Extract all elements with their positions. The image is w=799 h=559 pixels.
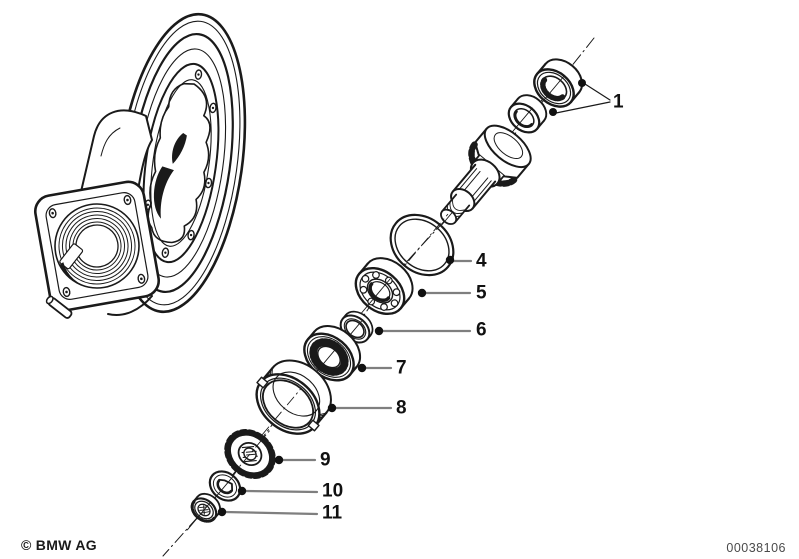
callout-label-4: 4 bbox=[476, 250, 487, 272]
taper-roller-bearing bbox=[303, 325, 362, 383]
shaft-nut bbox=[186, 492, 221, 531]
callout-label-11: 11 bbox=[322, 502, 343, 524]
ball-bearing bbox=[354, 257, 414, 316]
housing-drawing bbox=[33, 12, 247, 319]
callout-label-7: 7 bbox=[396, 357, 407, 379]
leader-lines-gray bbox=[223, 259, 473, 516]
pinion-shaft bbox=[440, 124, 532, 225]
ring-nut bbox=[255, 359, 332, 436]
bore-shadow bbox=[59, 262, 93, 288]
callout-label-10: 10 bbox=[322, 480, 344, 502]
leader-line-10 bbox=[243, 489, 319, 494]
output-flange bbox=[33, 180, 161, 312]
callout-label-6: 6 bbox=[476, 319, 487, 341]
leader-dots bbox=[217, 79, 586, 517]
callout-label-5: 5 bbox=[476, 282, 487, 304]
dowel-pin bbox=[45, 295, 73, 319]
castellation-slot bbox=[256, 376, 269, 389]
shadow-wedge bbox=[172, 133, 187, 164]
drive-gear bbox=[224, 429, 276, 479]
flange-bolt-holes bbox=[144, 69, 217, 258]
copyright-text: © BMW AG bbox=[21, 537, 97, 553]
leader-lines-1 bbox=[555, 83, 611, 114]
housing-lower-join bbox=[107, 295, 153, 316]
inner-cover-contour bbox=[147, 82, 211, 244]
callout-label-1: 1 bbox=[613, 91, 624, 113]
castellation-slot bbox=[307, 419, 320, 432]
needle-bushing-lower bbox=[507, 94, 548, 136]
lock-washer bbox=[208, 470, 242, 502]
document-number: 00038106 bbox=[726, 541, 786, 555]
o-ring bbox=[389, 213, 455, 277]
needle-bearing-upper bbox=[533, 58, 584, 109]
leader-line-11 bbox=[223, 510, 319, 516]
callout-label-8: 8 bbox=[396, 397, 407, 419]
shadow-pocket bbox=[153, 166, 174, 219]
callout-leaders bbox=[217, 79, 611, 517]
spacer-washer bbox=[339, 310, 374, 345]
callout-label-9: 9 bbox=[320, 449, 331, 471]
flange-screws bbox=[48, 194, 146, 298]
